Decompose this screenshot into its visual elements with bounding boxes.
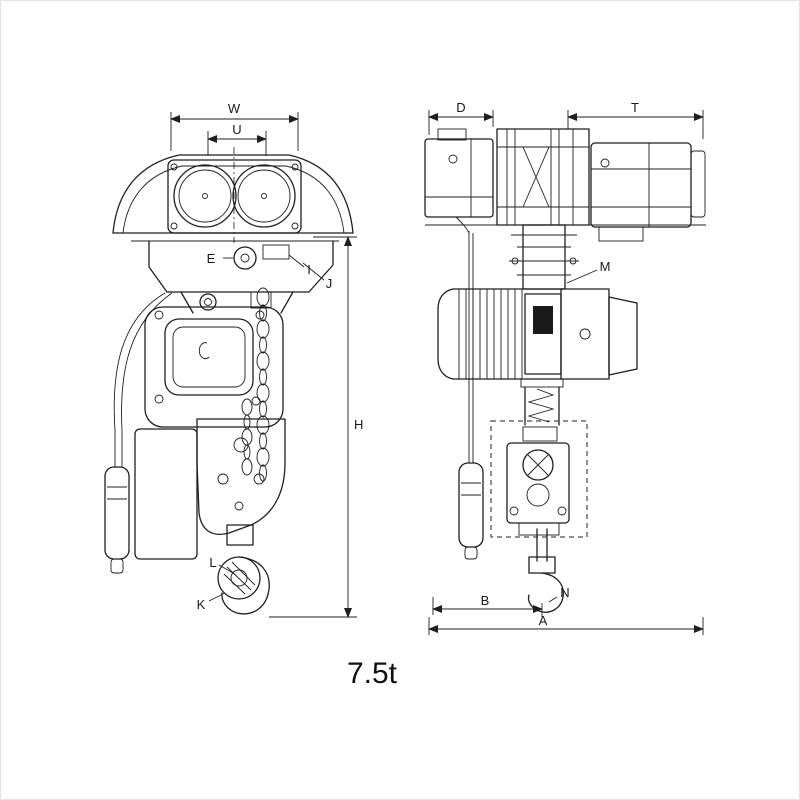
- trolley-motor: [590, 142, 692, 228]
- trolley-wheel-stack: [496, 128, 590, 226]
- label-k: K: [197, 597, 206, 612]
- trolley-wheel-housing: [167, 159, 302, 234]
- trolley-wheel-right: [232, 164, 296, 228]
- hoist-body: [144, 306, 284, 428]
- load-chain: [241, 287, 270, 482]
- dim-w: W: [170, 101, 299, 151]
- dim-label-d: D: [456, 100, 465, 115]
- dim-label-u: U: [232, 122, 241, 137]
- pendant-control-side: [455, 216, 484, 560]
- hook-front: L K: [197, 555, 270, 615]
- suspension-pin: [233, 246, 257, 270]
- label-e: E: [207, 251, 216, 266]
- dim-h: H: [269, 236, 363, 618]
- label-n: N: [560, 585, 569, 600]
- dim-a: A: [428, 613, 704, 635]
- label-l: L: [209, 555, 216, 570]
- hoist-motor-side: [437, 288, 638, 380]
- brake-housing: [560, 288, 610, 380]
- side-plate-left: [134, 428, 198, 560]
- label-m: M: [600, 259, 611, 274]
- dim-b: B: [432, 593, 543, 617]
- label-j: J: [326, 276, 333, 291]
- chain-guide-assembly: [490, 420, 588, 538]
- dim-d: D: [428, 100, 494, 135]
- front-view: W U: [104, 101, 363, 618]
- trolley-wheel-left: [173, 164, 237, 228]
- pendant-control-front: [104, 292, 173, 574]
- trolley-side: [424, 128, 706, 242]
- label-i: I: [307, 262, 311, 277]
- dim-label-t: T: [631, 100, 639, 115]
- capacity-title: 7.5t: [347, 657, 398, 690]
- dim-t: T: [567, 100, 704, 139]
- dim-label-b: B: [481, 593, 490, 608]
- hoist-cover-window: [164, 318, 254, 396]
- hook-swivel: [226, 524, 254, 546]
- hook-side: N: [527, 528, 570, 613]
- dim-label-a: A: [539, 613, 548, 628]
- dim-label-h: H: [354, 417, 363, 432]
- suspension: [180, 291, 294, 314]
- trolley-gearbox: [424, 138, 494, 218]
- bottom-hook-block: [196, 418, 286, 546]
- nameplate: [533, 306, 553, 334]
- dim-u: U: [207, 122, 267, 156]
- side-view: D T: [424, 100, 706, 635]
- pendant-body-side: [458, 462, 484, 548]
- pendant-body-front: [104, 466, 130, 560]
- trolley-body-band: E I J: [131, 240, 339, 293]
- suspension-column: M: [509, 224, 611, 290]
- dim-label-w: W: [228, 101, 241, 116]
- buffer-spring: [520, 378, 564, 426]
